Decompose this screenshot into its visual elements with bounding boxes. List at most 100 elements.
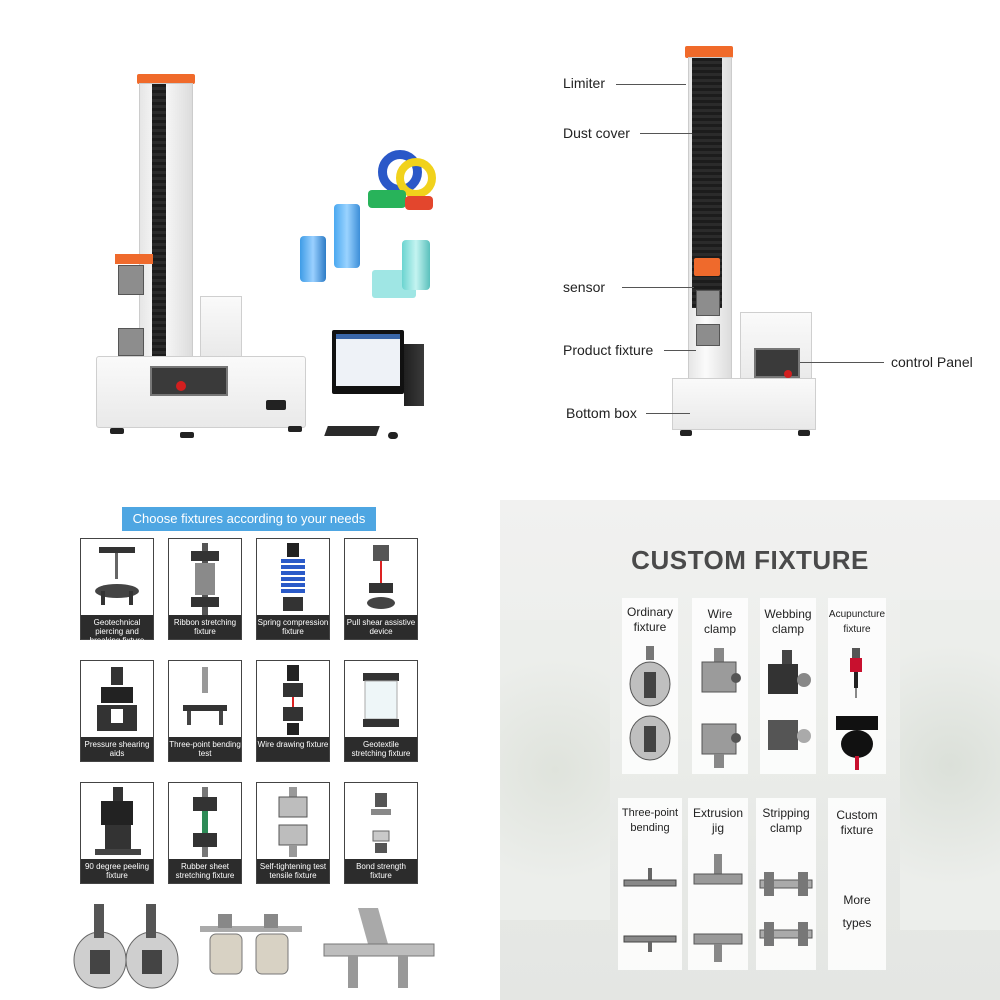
label-product-fixture: Product fixture <box>563 342 654 358</box>
custom-label-wire: Wire clamp <box>703 607 736 636</box>
fixture-caption: Pull shear assistive device <box>345 615 417 639</box>
leader-control-panel <box>800 362 884 363</box>
fixture-image <box>95 787 141 855</box>
fixture-image <box>97 667 137 731</box>
mouse <box>388 432 398 439</box>
film-roll-cyan-2 <box>402 240 430 290</box>
machine-top-cap <box>137 74 195 84</box>
more-types-line1: More <box>843 893 871 907</box>
stripping-clamp-photo <box>759 872 813 946</box>
wedge-grip-photo <box>73 904 179 989</box>
fixture-caption: Spring compression fixture <box>257 615 329 639</box>
custom-label-stripping: Stripping clamp <box>762 806 810 835</box>
film-roll-blue-2 <box>300 236 326 282</box>
wire-clamp-photo <box>701 648 741 768</box>
leader-bottom-box <box>646 413 690 414</box>
software-header <box>336 334 400 339</box>
custom-label-three-point: Three-point bending <box>621 807 679 834</box>
custom-label-extrusion: Extrusion jig <box>692 806 744 835</box>
fixture-image <box>283 665 303 735</box>
custom-fixture-panel <box>500 500 1000 1000</box>
fixture-caption: Geotextile stretching fixture <box>345 737 417 761</box>
fixture-caption: Self-tightening test tensile fixture <box>257 859 329 883</box>
bg-blur-left <box>500 620 610 920</box>
fixture-caption: Three-point bending test <box>169 737 241 761</box>
fixture-card: Wire drawing fixture <box>256 660 330 762</box>
keyboard <box>324 426 380 436</box>
fixture-image <box>191 543 219 615</box>
fixture-caption: 90 degree peeling fixture <box>81 859 153 883</box>
fixture-caption: Ribbon stretching fixture <box>169 615 241 639</box>
control-panel-button <box>784 370 792 378</box>
fixture-card: Geotechnical piercing and breaking fixtu… <box>80 538 154 645</box>
fixture-card: Ribbon stretching fixture <box>168 538 242 640</box>
upper-fixture <box>118 265 144 295</box>
extrusion-jig-photo <box>693 854 743 962</box>
emergency-button <box>176 381 186 391</box>
foot-right <box>798 430 810 436</box>
fixture-card: Three-point bending test <box>168 660 242 762</box>
fixture-image <box>278 787 308 857</box>
label-bottom-box: Bottom box <box>566 405 637 421</box>
custom-label-acupuncture: Acupuncture fixture <box>828 609 886 635</box>
sensor-block <box>694 258 720 276</box>
fixture-image <box>367 545 395 609</box>
more-types-line2: types <box>842 916 872 930</box>
dust-cover <box>152 84 166 362</box>
fixture-image <box>363 673 399 727</box>
fixture-card: Geotextile stretching fixture <box>344 660 418 762</box>
product-fixture-upper <box>696 290 720 316</box>
foot-left <box>110 428 124 434</box>
bottom-box <box>672 378 816 430</box>
ordinary-fixture-photo <box>629 646 671 761</box>
bending-fixture-photo <box>323 908 435 988</box>
leader-dust-cover <box>640 133 692 134</box>
pc-tower <box>404 344 424 406</box>
label-dust-cover: Dust cover <box>563 125 630 141</box>
crosshead <box>115 254 153 264</box>
custom-label-ordinary: Ordinary fixture <box>626 605 673 634</box>
leader-product-fixture <box>664 350 696 351</box>
foot-back <box>288 426 302 432</box>
fixture-card: Pressure shearing aids <box>80 660 154 762</box>
fixture-caption: Geotechnical piercing and breaking fixtu… <box>81 615 153 645</box>
fixture-card: 90 degree peeling fixture <box>80 782 154 884</box>
fixture-card: Pull shear assistive device <box>344 538 418 640</box>
lower-fixture <box>118 328 144 356</box>
foot-right <box>180 432 194 438</box>
fixture-card: Self-tightening test tensile fixture <box>256 782 330 884</box>
screw-grip-photo <box>200 914 302 975</box>
bg-blur-right <box>900 600 1000 930</box>
tape-roll-yellow <box>396 158 436 198</box>
fixture-banner: Choose fixtures according to your needs <box>122 507 376 531</box>
fixture-image <box>281 543 305 611</box>
control-screen <box>150 366 228 396</box>
fixture-image <box>95 547 139 605</box>
labeled-machine-panel: Limiter Dust cover sensor Product fixtur… <box>500 0 1000 500</box>
custom-label-webbing: Webbing clamp <box>764 607 812 636</box>
fixture-caption: Bond strength fixture <box>345 859 417 883</box>
machine-column <box>139 83 193 363</box>
custom-label-custom: Custom fixture <box>836 808 878 837</box>
acupuncture-fixture-photo <box>836 648 878 770</box>
three-point-bending-photo <box>623 868 677 952</box>
machine-photo-panel <box>0 0 500 500</box>
power-socket <box>266 400 286 410</box>
pc-monitor-screen <box>336 334 400 386</box>
leader-limiter <box>616 84 686 85</box>
custom-fixture-cell <box>828 798 886 970</box>
fixture-caption: Rubber sheet stretching fixture <box>169 859 241 883</box>
custom-fixture-title: CUSTOM FIXTURE <box>631 545 869 575</box>
fixture-caption: Wire drawing fixture <box>257 737 329 761</box>
webbing-clamp-photo <box>768 650 811 750</box>
leader-sensor <box>622 287 694 288</box>
control-panel-screen <box>754 348 800 378</box>
tape-roll-red <box>405 196 433 210</box>
fixture-image <box>371 793 391 853</box>
label-sensor: sensor <box>563 279 606 295</box>
fixture-card: Bond strength fixture <box>344 782 418 884</box>
label-limiter: Limiter <box>563 75 606 91</box>
tape-roll-green <box>368 190 406 208</box>
label-control-panel: control Panel <box>891 354 973 370</box>
control-box <box>200 296 242 358</box>
